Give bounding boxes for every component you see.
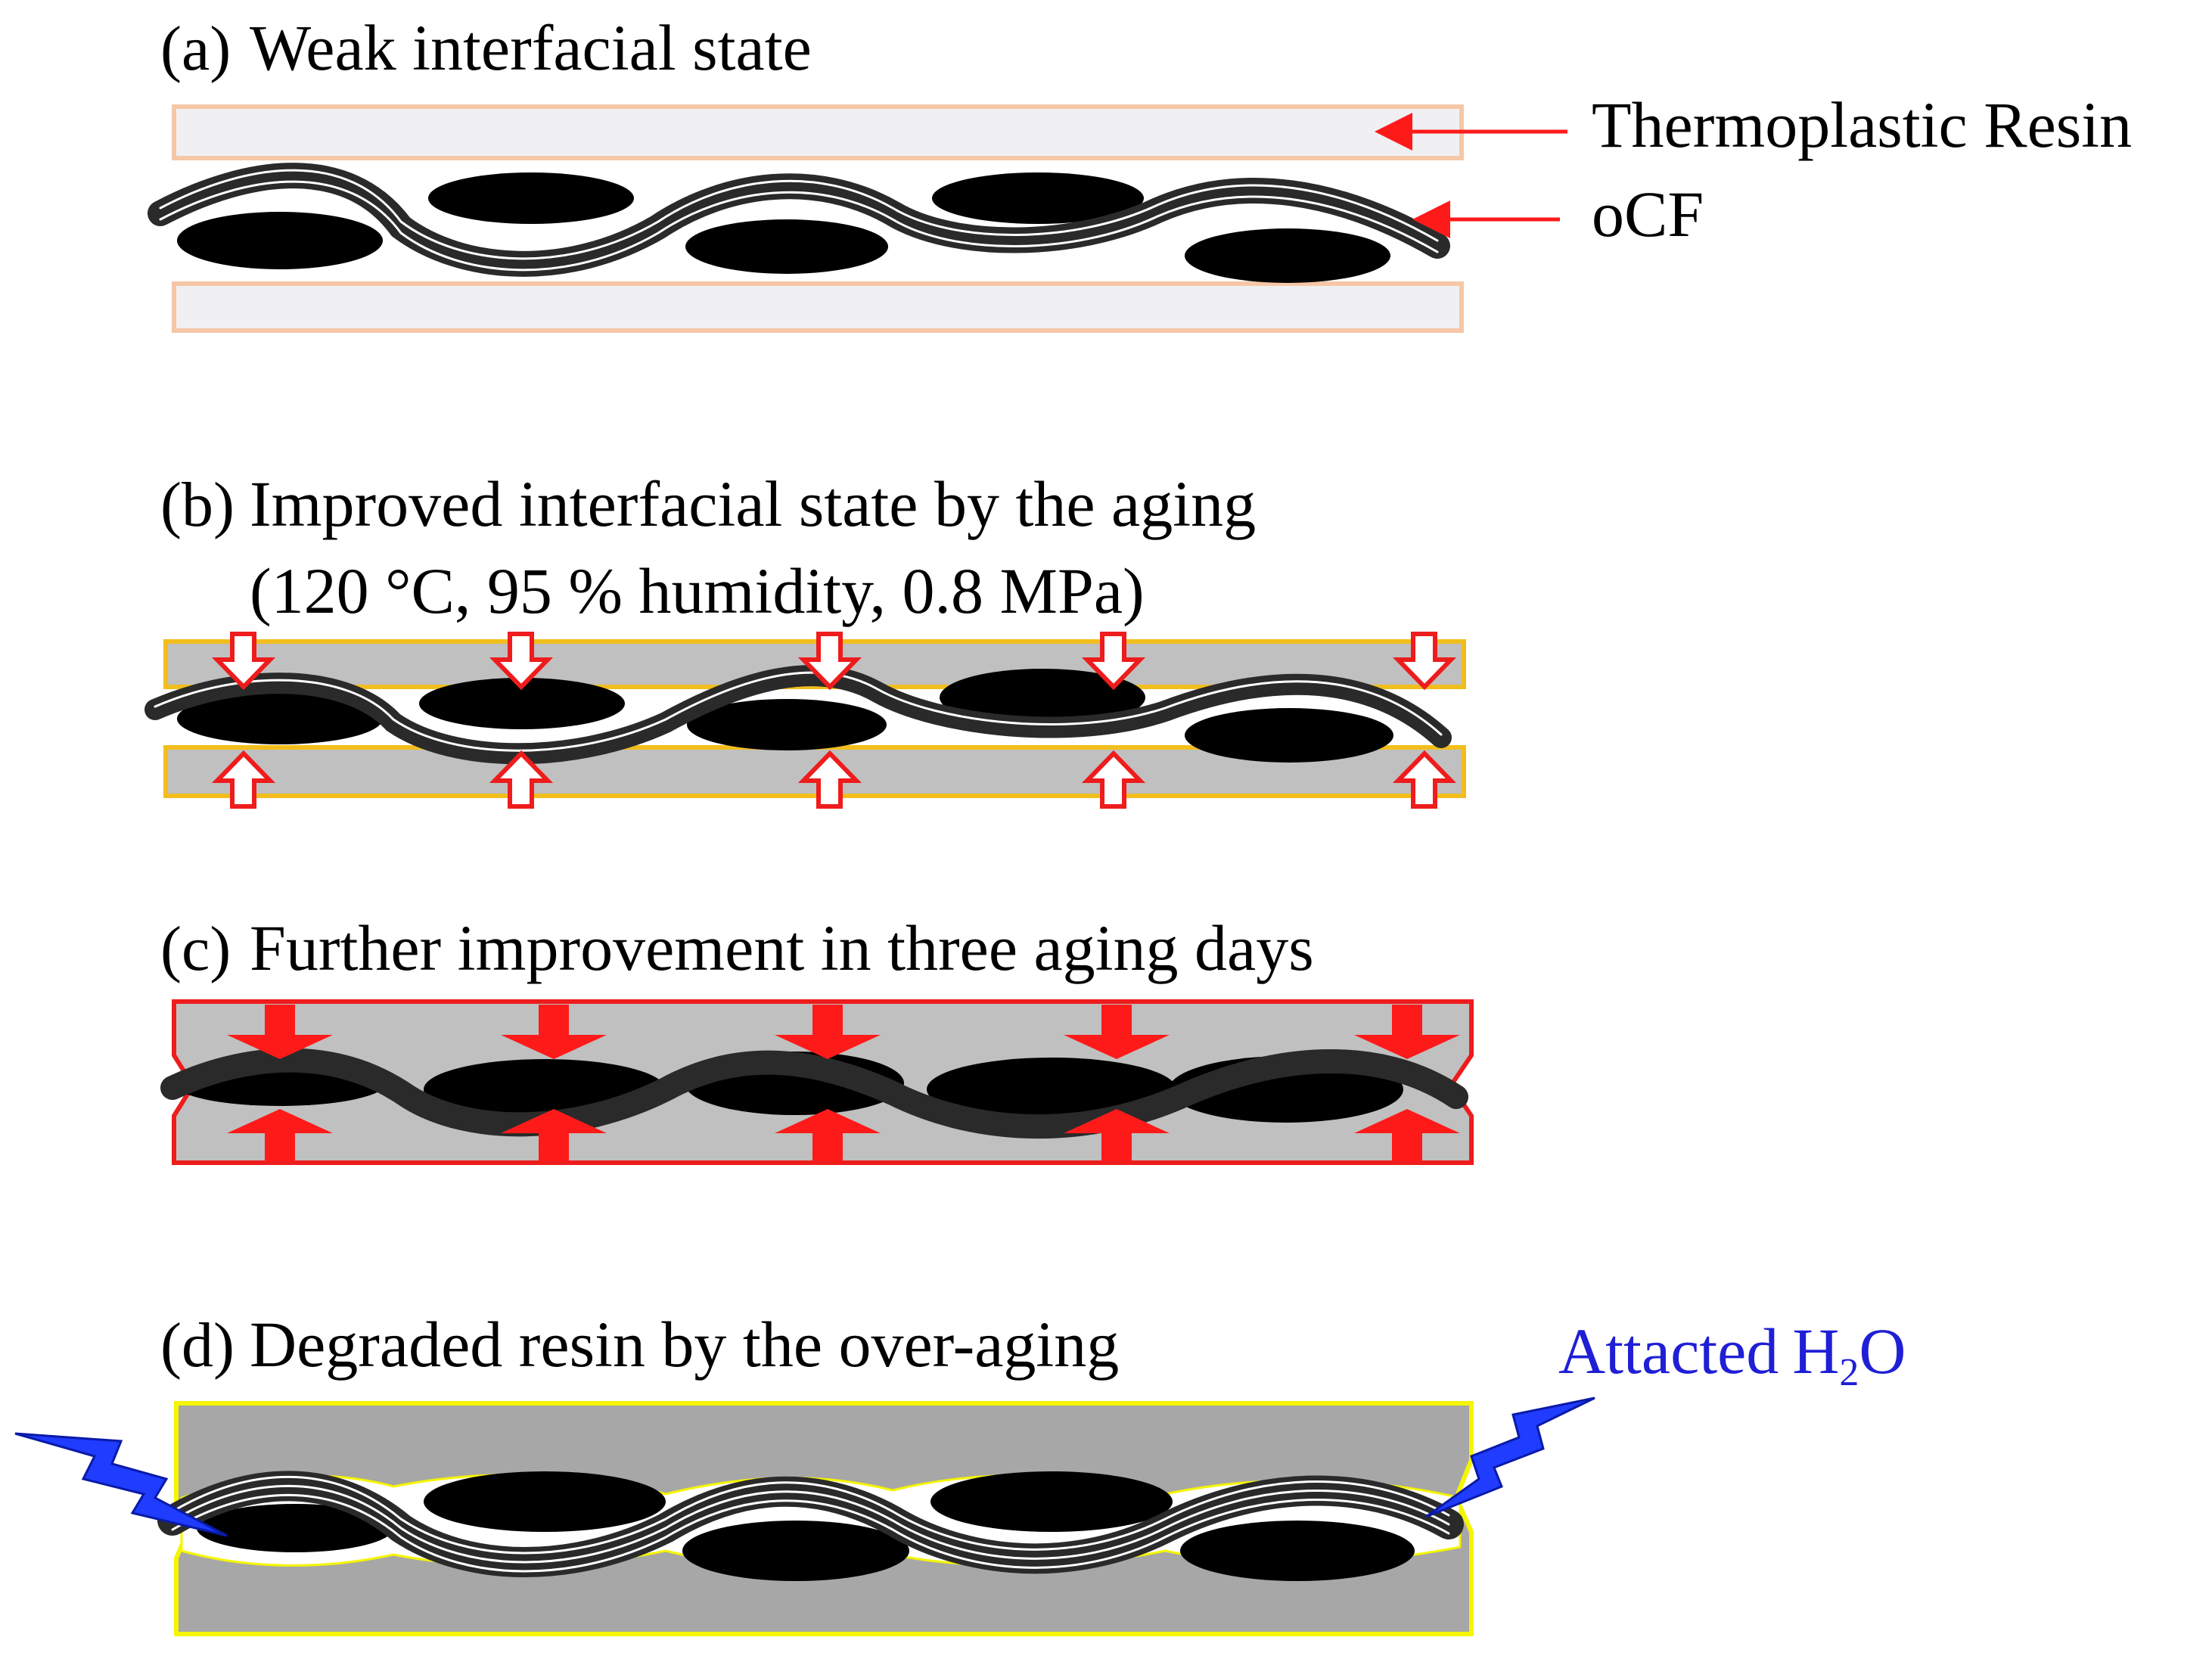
- down-arrow: [1081, 632, 1146, 691]
- fiber-bundle: [927, 1058, 1176, 1121]
- down-arrow: [489, 632, 554, 691]
- up-arrow: [501, 1109, 607, 1161]
- panel-d-title: Degraded resin by the over-aging: [250, 1308, 1119, 1381]
- lightning-left-icon: [14, 1432, 228, 1537]
- fiber-bundle: [930, 1471, 1173, 1532]
- up-arrow: [489, 750, 554, 809]
- down-arrow: [775, 1005, 881, 1059]
- up-arrow: [1354, 1109, 1460, 1161]
- fiber-bundle: [940, 669, 1145, 726]
- panel-c-title: Further improvement in three aging days: [250, 912, 1314, 984]
- fiber-bundle: [428, 172, 634, 224]
- pressure-arrows-up: [211, 750, 1457, 809]
- oCF-fiber: [148, 163, 1450, 277]
- water-label-h: H: [1792, 1315, 1839, 1387]
- fiber-bundle: [177, 693, 383, 744]
- down-arrow: [227, 1005, 333, 1059]
- panel-b: (b) Improved interfacial state by the ag…: [144, 468, 1466, 809]
- oCF-fiber: [160, 1048, 1468, 1139]
- pressure-arrows-down: [227, 1005, 1460, 1059]
- panel-b-tag: (b): [160, 470, 235, 540]
- fiber-bundle: [685, 219, 888, 274]
- pressure-arrows-up: [227, 1109, 1460, 1161]
- panel-a-title: Weak interfacial state: [250, 11, 812, 84]
- water-label-sub: 2: [1839, 1351, 1859, 1394]
- up-arrow: [1064, 1109, 1170, 1161]
- fiber-bundle: [1180, 1521, 1415, 1581]
- pressure-arrows-down: [211, 632, 1457, 691]
- panel-c-tag: (c): [160, 914, 231, 984]
- fiber-bundle: [177, 212, 383, 269]
- down-arrow: [211, 632, 276, 691]
- fiber-bundle: [197, 1504, 393, 1552]
- fiber-bundle: [419, 678, 625, 729]
- up-arrow: [211, 750, 276, 809]
- fiber-label: oCF: [1592, 178, 1704, 250]
- fiber-bundle: [424, 1471, 666, 1532]
- down-arrow: [1392, 632, 1457, 691]
- fiber-bundle: [682, 1521, 909, 1581]
- up-arrow: [1081, 750, 1146, 809]
- down-arrow: [1064, 1005, 1170, 1059]
- fiber-bundle: [932, 172, 1144, 224]
- down-arrow: [1354, 1005, 1460, 1059]
- oCF-fiber: [157, 1471, 1464, 1577]
- down-arrow: [501, 1005, 607, 1059]
- panel-b-title-line2: (120 °C, 95 % humidity, 0.8 MPa): [250, 555, 1145, 627]
- panel-a-tag: (a): [160, 14, 231, 84]
- fiber-bundle: [1185, 228, 1390, 283]
- resin-layer-top: [172, 104, 1464, 160]
- resin-label: Thermoplastic Resin: [1592, 89, 2132, 161]
- resin-layer-bottom: [172, 281, 1464, 333]
- panel-d: (d) Degraded resin by the over-aging Att…: [14, 1308, 1906, 1636]
- fiber-bundle: [1185, 708, 1393, 763]
- up-arrow: [797, 750, 862, 809]
- panel-b-title-line1: Improved interfacial state by the aging: [250, 468, 1256, 540]
- water-label-o: O: [1859, 1315, 1906, 1387]
- up-arrow: [227, 1109, 333, 1161]
- panel-a: (a) Weak interfacial state Thermoplastic…: [148, 11, 2132, 333]
- fiber-bundle: [687, 699, 887, 750]
- lightning-right-icon: [1425, 1396, 1595, 1518]
- panel-c: (c) Further improvement in three aging d…: [160, 912, 1474, 1165]
- water-label-prefix: Attacted: [1558, 1315, 1779, 1387]
- down-arrow: [797, 632, 862, 691]
- up-arrow: [775, 1109, 881, 1161]
- panel-d-tag: (d): [160, 1310, 235, 1381]
- up-arrow: [1392, 750, 1457, 809]
- oCF-fiber: [144, 665, 1452, 765]
